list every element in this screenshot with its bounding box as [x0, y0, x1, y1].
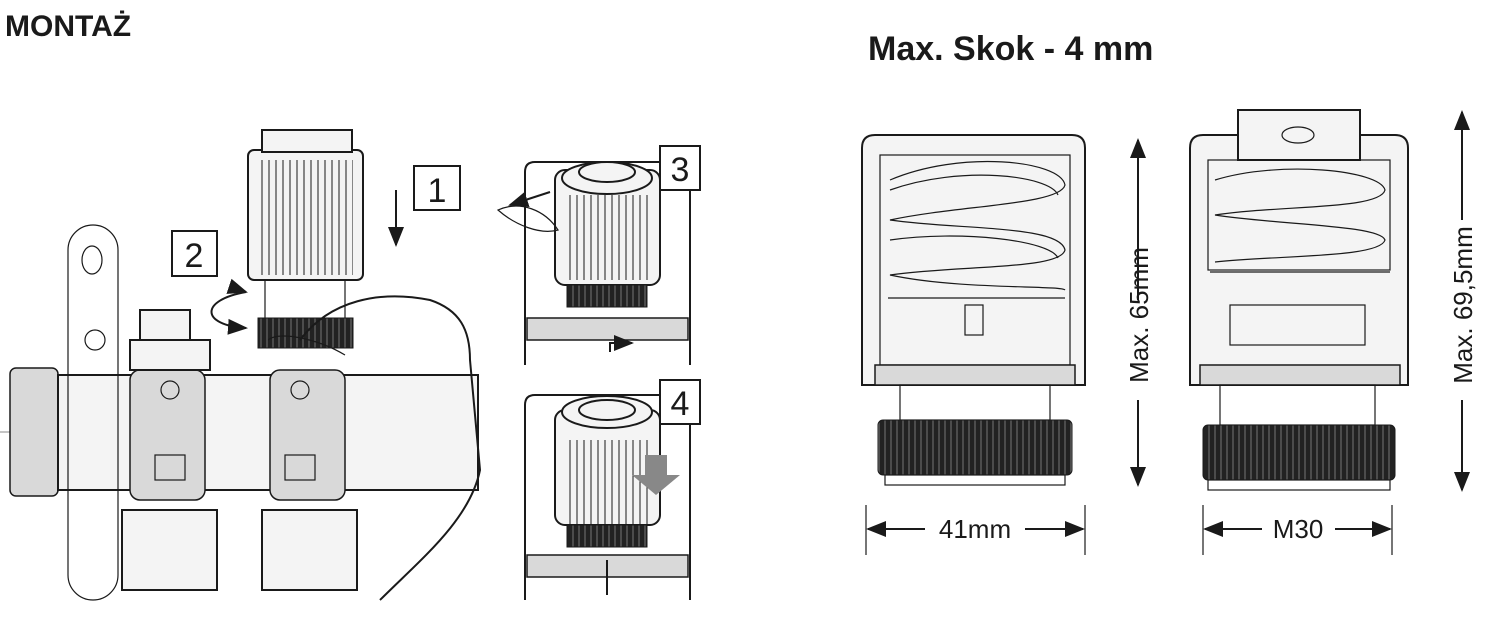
dimension-height-left: Max. 65mm: [1124, 138, 1154, 487]
montage-title: MONTAŻ: [5, 10, 131, 43]
max-69-5mm-label: Max. 69,5mm: [1448, 226, 1478, 384]
step-1-box: 1: [413, 165, 461, 211]
hand-sketch: [299, 295, 482, 601]
step-3-label: 3: [671, 151, 690, 189]
actuator-mounting: [247, 129, 364, 349]
max-stroke-title: Max. Skok - 4 mm: [868, 30, 1153, 68]
inset-step-4: 4: [524, 379, 701, 600]
svg-text:2: 2: [185, 237, 204, 275]
dimension-width-right: M30: [1202, 505, 1393, 555]
valve-1: [121, 309, 218, 591]
rotate-arrow: [210, 291, 248, 335]
valve-2: [261, 369, 358, 591]
dimension-width-left: 41mm: [865, 505, 1086, 555]
m30-label: M30: [1273, 514, 1324, 544]
inset-step-3: 3: [496, 145, 701, 365]
step-2-box: 2: [171, 230, 218, 277]
svg-text:1: 1: [428, 172, 447, 210]
actuator-right-drawing: [1189, 109, 1409, 491]
step-4-label: 4: [671, 385, 690, 423]
actuator-left-drawing: [861, 134, 1086, 486]
max-65mm-label: Max. 65mm: [1124, 247, 1154, 383]
dimension-height-right: Max. 69,5mm: [1448, 110, 1478, 492]
41mm-label: 41mm: [939, 514, 1011, 544]
manifold-illustration: [0, 129, 482, 601]
